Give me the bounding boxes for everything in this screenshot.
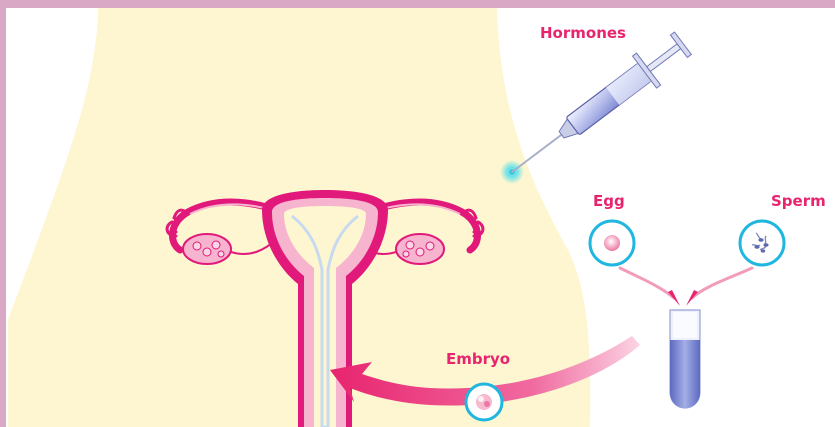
left-ovary	[183, 234, 231, 264]
label-embryo: Embryo	[446, 352, 510, 367]
label-hormones: Hormones	[540, 26, 626, 41]
sperm-icon	[740, 221, 784, 265]
label-sperm: Sperm	[771, 194, 826, 209]
label-egg: Egg	[593, 194, 625, 209]
test-tube-icon	[670, 310, 700, 408]
embryo-icon	[466, 384, 502, 420]
egg-icon	[590, 221, 634, 265]
right-ovary	[396, 234, 444, 264]
